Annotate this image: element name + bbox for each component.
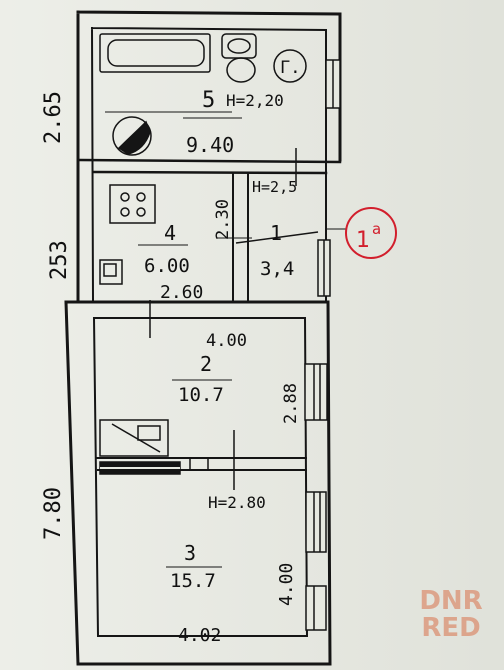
gas-label: Г. — [280, 58, 300, 78]
stove-icon — [109, 184, 156, 224]
room4-width: 2.60 — [160, 282, 203, 303]
room2-width: 4.00 — [206, 331, 247, 351]
annex-inner-wall — [90, 26, 327, 302]
bathtub-icon — [99, 33, 211, 73]
fixtures — [99, 33, 307, 475]
room3-width: 4.02 — [178, 625, 221, 646]
room2-height-dim: 2.88 — [281, 383, 301, 424]
stamp-label: 1 — [356, 228, 370, 253]
middle-left-dimension: 253 — [47, 240, 72, 280]
window-room3 — [305, 491, 327, 553]
room5-number: 5 — [202, 88, 215, 113]
annex-outer-wall — [76, 10, 342, 302]
door-room1 — [235, 231, 319, 244]
upper-left-dimension: 2.65 — [41, 91, 66, 144]
stamp-superscript: a — [372, 220, 381, 238]
room1-number: 1 — [270, 221, 282, 245]
room3-area: 15.7 — [170, 570, 216, 592]
room4-number: 4 — [164, 221, 176, 245]
sink-icon — [221, 33, 257, 59]
partition-wall-4-1 — [232, 172, 249, 301]
room4-height-dim: 2.30 — [213, 199, 233, 240]
gas-meter-icon — [273, 49, 307, 83]
room4-area: 6.00 — [144, 255, 190, 277]
lower-left-dimension: 7.80 — [41, 487, 66, 540]
stamp-circle — [345, 207, 397, 259]
room3-height: H=2.80 — [208, 493, 266, 512]
dimension-lines — [105, 111, 252, 246]
walls — [64, 10, 342, 666]
toilet-icon — [226, 57, 256, 83]
house-outer-wall — [64, 300, 332, 666]
house-inner-wall — [92, 316, 309, 637]
boiler-icon — [112, 116, 152, 156]
room2-number: 2 — [200, 352, 212, 376]
room5-area: 9.40 — [186, 133, 234, 157]
site-watermark: DNR RED — [412, 588, 490, 650]
plan-labels: 5 H=2,20 9.40 4 6.00 2.60 2.30 H=2,5 1 3… — [41, 58, 301, 646]
room5-height: H=2,20 — [226, 91, 284, 110]
window-room2 — [304, 363, 328, 421]
windows — [304, 59, 341, 631]
heater-icon — [99, 419, 169, 457]
watermark-line1: DNR — [419, 586, 483, 616]
watermark-line2: RED — [421, 613, 481, 643]
doors — [149, 148, 319, 490]
room1-height: H=2,5 — [252, 178, 297, 196]
room1-area: 3,4 — [260, 258, 294, 280]
divider-wall-5 — [78, 158, 342, 175]
room3-height-dim: 4.00 — [276, 563, 297, 606]
wash-unit-icon — [99, 259, 123, 285]
window-room3-lower — [305, 585, 327, 631]
room2-area: 10.7 — [178, 384, 224, 406]
room3-number: 3 — [184, 541, 196, 565]
room-stamp: 1 a — [326, 207, 397, 259]
